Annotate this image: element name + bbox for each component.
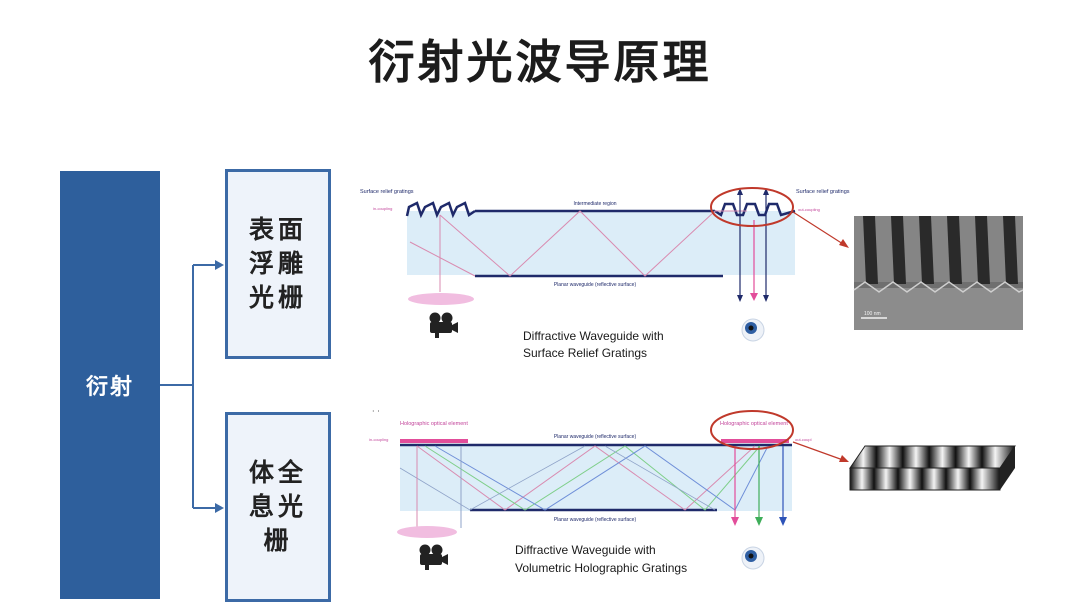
caption-line1: Diffractive Waveguide with: [523, 329, 664, 343]
label-left-sub: in-coupling: [373, 206, 392, 211]
projector-icon: [419, 544, 448, 570]
out-coupling-grating: [714, 202, 796, 217]
label-bottom: Planar waveguide (reflective surface): [554, 517, 637, 523]
light-path-green: [424, 445, 761, 511]
light-source-glow: [408, 293, 474, 305]
light-source-glow: [397, 526, 457, 538]
surface-relief-diagram: 100 nm Surface relief gratings in-coupli…: [360, 187, 1024, 360]
highlight-circle: [710, 187, 794, 227]
sem-image: [853, 216, 1024, 330]
projector-icon: [429, 312, 458, 338]
highlight-circle: [710, 410, 794, 450]
eye-icon: [741, 546, 765, 570]
page-title: 衍射光波导原理: [368, 35, 712, 89]
scale-bar-label: 100 nm: [864, 311, 881, 317]
holographic-element-in: [400, 439, 468, 443]
holographic-diagram: · ·: [369, 408, 1016, 575]
label-left: Holographic optical element: [400, 421, 468, 427]
label-right: Surface relief gratings: [796, 189, 850, 195]
in-coupling-grating: [405, 201, 476, 219]
svg-text:· ·: · ·: [372, 408, 380, 416]
label-right-sub: out-coupl: [795, 437, 812, 442]
caption-line2: Volumetric Holographic Gratings: [515, 561, 687, 575]
holographic-element-out: [721, 439, 789, 443]
label-left: Surface relief gratings: [360, 189, 414, 195]
light-path: [439, 210, 747, 277]
eye-icon: [741, 318, 765, 342]
label-left-sub: in-coupling: [369, 437, 388, 442]
branch-node-surface-relief: 表面浮雕光栅: [225, 169, 331, 359]
root-node: 衍射: [60, 171, 160, 599]
branch-node-label: 表面浮雕光栅: [248, 215, 307, 312]
label-center: Intermediate region: [573, 201, 616, 207]
light-path-pink: [416, 445, 756, 511]
waveguide-slab: [400, 445, 792, 511]
root-node-label: 衍射: [85, 375, 134, 400]
caption-line2: Surface Relief Gratings: [523, 346, 647, 360]
branch-node-holographic: 体全息光栅: [225, 412, 331, 602]
label-top: Planar waveguide (reflective surface): [554, 434, 637, 440]
label-right: Holographic optical element: [720, 421, 788, 427]
branch-node-label: 体全息光栅: [248, 458, 307, 555]
label-right-sub: out-coupling: [798, 207, 820, 212]
label-bottom: Planar waveguide (reflective surface): [554, 282, 637, 288]
holographic-grating-block: [849, 445, 1016, 491]
caption-line1: Diffractive Waveguide with: [515, 543, 656, 557]
waveguide-slab: [407, 211, 795, 275]
